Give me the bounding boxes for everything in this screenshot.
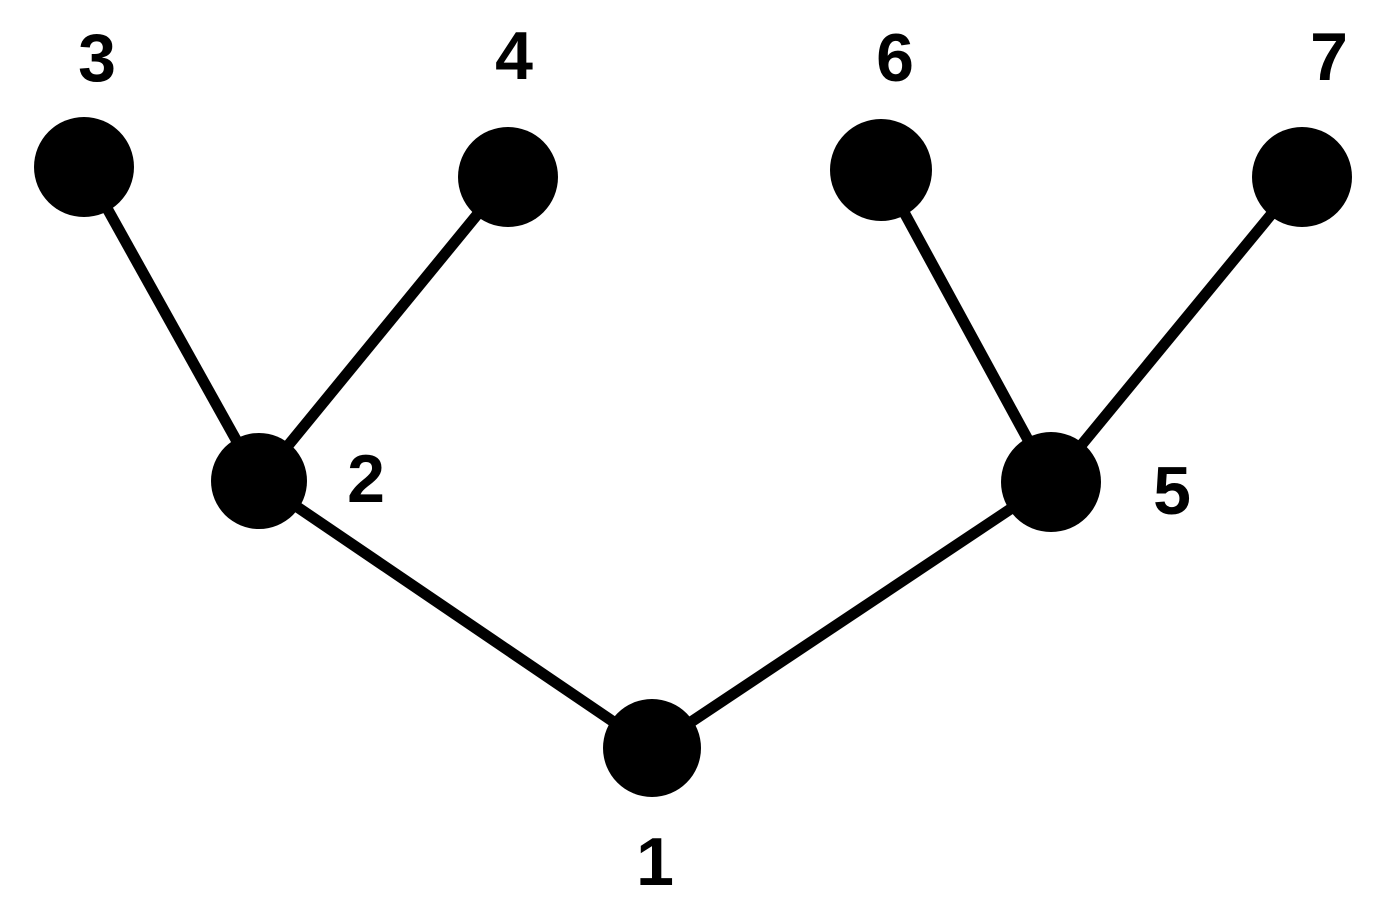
graph-edge-5-7 <box>1046 173 1307 486</box>
edge-layer <box>79 164 1307 753</box>
graph-node-label-1: 1 <box>636 824 674 900</box>
graph-node-label-5: 5 <box>1153 453 1191 529</box>
graph-node-1 <box>603 699 701 797</box>
graph-node-6 <box>830 119 932 221</box>
graph-node-2 <box>211 433 307 529</box>
graph-node-4 <box>458 127 558 227</box>
graph-node-label-6: 6 <box>876 20 914 96</box>
graph-node-label-4: 4 <box>495 18 533 94</box>
graph-node-7 <box>1252 127 1352 227</box>
graph-node-label-2: 2 <box>347 441 385 517</box>
graph-node-5 <box>1001 432 1101 532</box>
node-layer <box>34 117 1352 797</box>
label-layer: 1 2 3 4 5 6 7 <box>78 18 1348 900</box>
graph-edge-5-6 <box>876 167 1056 485</box>
graph-node-3 <box>34 117 134 217</box>
graph-edge-2-4 <box>254 173 513 485</box>
graph-edge-2-3 <box>79 164 264 484</box>
graph-node-label-3: 3 <box>78 20 116 96</box>
graph-node-label-7: 7 <box>1310 19 1348 95</box>
graph-edge-1-5 <box>648 477 1055 753</box>
graph-edge-1-2 <box>255 476 656 753</box>
